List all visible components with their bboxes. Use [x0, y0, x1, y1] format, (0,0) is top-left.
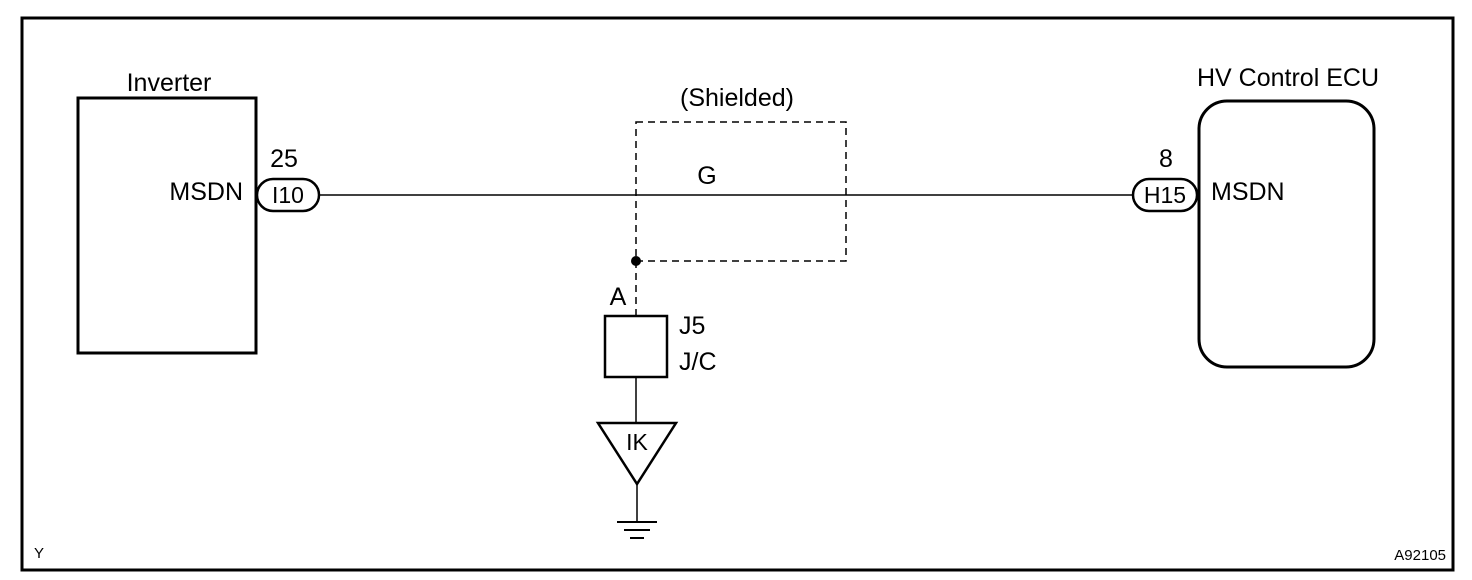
- ground-point-label: IK: [626, 429, 648, 455]
- ecu-box: [1197, 99, 1376, 369]
- inverter-connector-label: I10: [272, 182, 304, 208]
- inverter-title: Inverter: [127, 69, 212, 97]
- junction-connector-label: J5: [679, 312, 705, 340]
- inverter-terminal-label: MSDN: [169, 178, 243, 206]
- ecu-terminal-label: MSDN: [1211, 178, 1285, 206]
- ecu-connector: [1131, 177, 1199, 213]
- junction-pin-label: A: [610, 283, 627, 311]
- junction-type-label: J/C: [679, 348, 717, 376]
- shield-box: [635, 121, 847, 262]
- inverter-pin-number: 25: [270, 145, 298, 173]
- junction-box: [603, 314, 669, 379]
- wire-color-code: G: [697, 162, 716, 190]
- shield-splice-dot: [631, 256, 641, 266]
- inverter-box: [76, 96, 258, 355]
- ecu-connector-label: H15: [1144, 182, 1186, 208]
- ground-icon: [617, 521, 657, 539]
- diagram-frame: [20, 16, 1455, 572]
- ecu-pin-number: 8: [1159, 145, 1173, 173]
- figure-code: A92105: [1394, 547, 1446, 564]
- corner-mark-left: Y: [34, 545, 44, 562]
- shield-label: (Shielded): [680, 84, 794, 112]
- ecu-title: HV Control ECU: [1197, 64, 1379, 92]
- ground-point-triangle: [595, 421, 679, 487]
